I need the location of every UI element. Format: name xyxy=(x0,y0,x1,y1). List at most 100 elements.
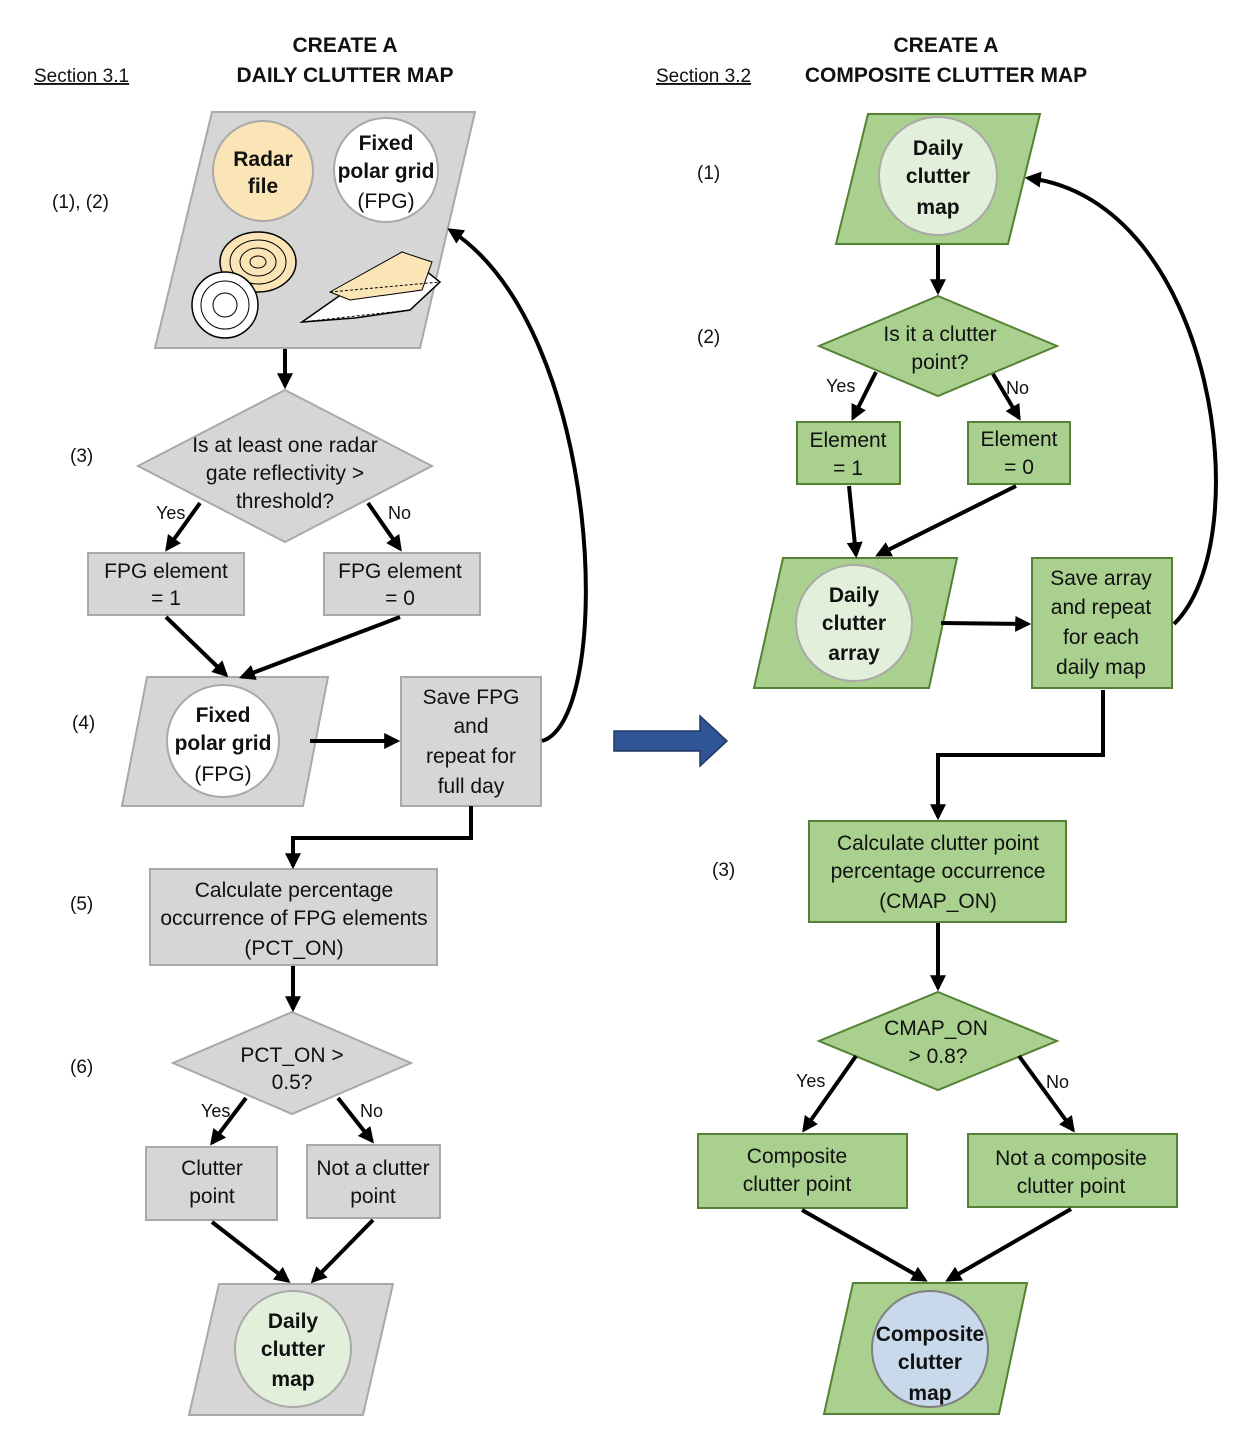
radar-file-label-1: Radar xyxy=(233,148,293,171)
transition-arrow xyxy=(613,714,729,768)
save-array-line4: daily map xyxy=(1056,656,1146,679)
fpg-element-0-line2: = 0 xyxy=(385,587,415,610)
calc-pct-line3: (PCT_ON) xyxy=(244,937,343,960)
fixed-polar-grid-circle xyxy=(333,117,439,223)
save-array-line1: Save array xyxy=(1050,567,1152,590)
right-step-2: (2) xyxy=(697,327,720,348)
left-heading-line1: CREATE A xyxy=(293,34,398,57)
element-1-line1: Element xyxy=(809,429,886,452)
reflectivity-question-3: threshold? xyxy=(236,490,334,513)
element-1-line2: = 1 xyxy=(833,457,863,480)
composite-map-circle xyxy=(871,1290,989,1408)
right-connectors xyxy=(801,171,1218,1282)
clutter-question-2: point? xyxy=(911,351,968,374)
left-no-1: No xyxy=(388,503,411,523)
calc-pct-line2: occurrence of FPG elements xyxy=(160,907,427,930)
fpg-data-label-3: (FPG) xyxy=(194,763,251,786)
daily-map-input-1: Daily xyxy=(913,137,964,160)
left-step-1-2: (1), (2) xyxy=(52,192,109,213)
composite-map-2: clutter xyxy=(898,1351,962,1374)
right-no-2: No xyxy=(1046,1072,1069,1092)
reflectivity-question-2: gate reflectivity > xyxy=(206,462,364,485)
daily-map-input-3: map xyxy=(916,196,959,219)
save-fpg-line1: Save FPG xyxy=(423,686,520,709)
cmap-question-2: > 0.8? xyxy=(909,1045,968,1068)
left-step-6: (6) xyxy=(70,1057,93,1078)
fpg-input-label-1: Fixed xyxy=(359,132,414,155)
right-yes-1: Yes xyxy=(826,376,855,396)
element-0-line2: = 0 xyxy=(1004,456,1034,479)
daily-array-2: clutter xyxy=(822,612,886,635)
reflectivity-question-1: Is at least one radar xyxy=(192,434,378,457)
composite-point-line2: clutter point xyxy=(743,1173,852,1196)
calc-cmap-line2: percentage occurrence xyxy=(831,860,1046,883)
left-section-label: Section 3.1 xyxy=(34,66,129,87)
not-composite-point-box xyxy=(967,1133,1178,1208)
fpg-element-1-line1: FPG element xyxy=(104,560,228,583)
right-heading-line1: CREATE A xyxy=(894,34,999,57)
pct-question-2: 0.5? xyxy=(272,1071,313,1094)
right-heading-line2: COMPOSITE CLUTTER MAP xyxy=(805,64,1087,87)
fpg-element-1-box xyxy=(87,552,245,616)
pct-decision xyxy=(170,1010,414,1116)
radar-scan-icon xyxy=(191,231,297,339)
clutter-point-line1: Clutter xyxy=(181,1157,243,1180)
right-no-1: No xyxy=(1006,378,1029,398)
calc-pct-line1: Calculate percentage xyxy=(195,879,393,902)
fpg-data-label-1: Fixed xyxy=(196,704,251,727)
calc-cmap-line3: (CMAP_ON) xyxy=(879,890,997,913)
daily-map-output-1: Daily xyxy=(268,1310,319,1333)
composite-point-box xyxy=(697,1133,908,1209)
daily-array-3: array xyxy=(828,642,880,665)
left-step-3: (3) xyxy=(70,446,93,467)
not-clutter-point-line1: Not a clutter xyxy=(316,1157,429,1180)
not-clutter-point-line2: point xyxy=(350,1185,396,1208)
left-yes-1: Yes xyxy=(156,503,185,523)
daily-array-circle xyxy=(795,564,913,682)
daily-array-1: Daily xyxy=(829,584,880,607)
save-fpg-line2: and xyxy=(453,715,488,738)
calc-cmap-line1: Calculate clutter point xyxy=(837,832,1039,855)
left-heading-line2: DAILY CLUTTER MAP xyxy=(236,64,453,87)
fpg-data-circle xyxy=(166,684,280,798)
fpg-data-label-2: polar grid xyxy=(175,732,272,755)
calc-pct-box xyxy=(149,868,438,966)
radar-file-circle xyxy=(212,120,314,222)
clutter-point-line2: point xyxy=(189,1185,235,1208)
cmap-decision xyxy=(816,990,1060,1092)
right-section-label: Section 3.2 xyxy=(656,66,751,87)
polar-grid-wedge-icon xyxy=(299,251,442,323)
radar-file-label-2: file xyxy=(248,175,278,198)
clutter-point-box xyxy=(145,1146,278,1221)
save-fpg-box xyxy=(400,676,542,807)
right-step-1: (1) xyxy=(697,163,720,184)
element-0-box xyxy=(967,421,1071,485)
reflectivity-decision xyxy=(135,388,435,544)
left-no-2: No xyxy=(360,1101,383,1121)
not-clutter-point-box xyxy=(306,1144,441,1219)
not-composite-point-line2: clutter point xyxy=(1017,1175,1126,1198)
left-connectors xyxy=(164,228,588,1284)
fpg-input-label-3: (FPG) xyxy=(357,190,414,213)
composite-map-3: map xyxy=(908,1382,951,1405)
right-yes-2: Yes xyxy=(796,1071,825,1091)
cmap-question-1: CMAP_ON xyxy=(884,1017,988,1040)
daily-map-output-2: clutter xyxy=(261,1338,325,1361)
daily-map-output-circle xyxy=(234,1290,352,1408)
daily-map-output-3: map xyxy=(271,1368,314,1391)
composite-map-1: Composite xyxy=(876,1323,985,1346)
element-1-box xyxy=(796,421,901,485)
calc-cmap-box xyxy=(808,820,1067,923)
fpg-input-label-2: polar grid xyxy=(338,160,435,183)
element-0-line1: Element xyxy=(980,428,1057,451)
fpg-element-0-box xyxy=(323,552,481,616)
right-step-3: (3) xyxy=(712,860,735,881)
fpg-element-0-line1: FPG element xyxy=(338,560,462,583)
pct-question-1: PCT_ON > xyxy=(240,1044,343,1067)
clutter-decision xyxy=(816,294,1060,398)
clutter-question-1: Is it a clutter xyxy=(883,323,996,346)
save-array-line2: and repeat xyxy=(1051,596,1152,619)
save-fpg-line3: repeat for xyxy=(426,745,516,768)
save-array-box xyxy=(1031,557,1173,689)
